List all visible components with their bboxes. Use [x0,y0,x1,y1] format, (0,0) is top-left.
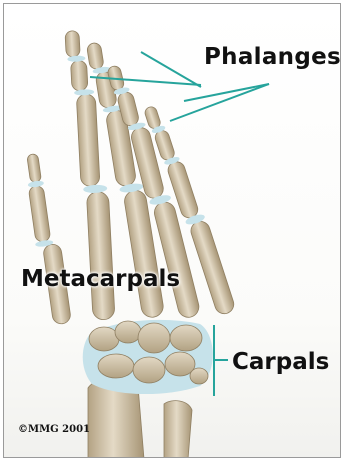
trapezium-bone [89,327,119,351]
thumb-proximal-phalanx [28,185,51,243]
hamate-bone [170,325,202,351]
metacarpals-label: Metacarpals [21,268,180,291]
scaphoid-bone [98,354,134,378]
middle-distal-phalanx [86,42,104,70]
index-proximal-phalanx [76,94,100,187]
index-distal-phalanx [65,31,80,58]
little-middle-phalanx [153,129,176,162]
thumb-distal-phalanx [27,153,42,182]
carpals-label: Carpals [232,351,329,374]
index-middle-phalanx [70,60,88,91]
phalanges-label: Phalanges [204,46,341,69]
trapezoid-bone [115,321,141,343]
capitate-bone [138,323,170,353]
carpals-bracket [214,325,228,396]
carpal-bones [83,320,213,394]
lunate-bone [133,357,165,383]
figure-frame: Phalanges Metacarpals Carpals ©MMG 2001 [3,3,341,458]
hand-skeleton-illustration [4,4,341,458]
ulna-bone [164,401,192,458]
index-metacarpal [86,191,115,320]
copyright-notice: ©MMG 2001 [18,424,90,435]
thumb-bones [23,152,72,326]
pisiform-bone [190,368,208,384]
